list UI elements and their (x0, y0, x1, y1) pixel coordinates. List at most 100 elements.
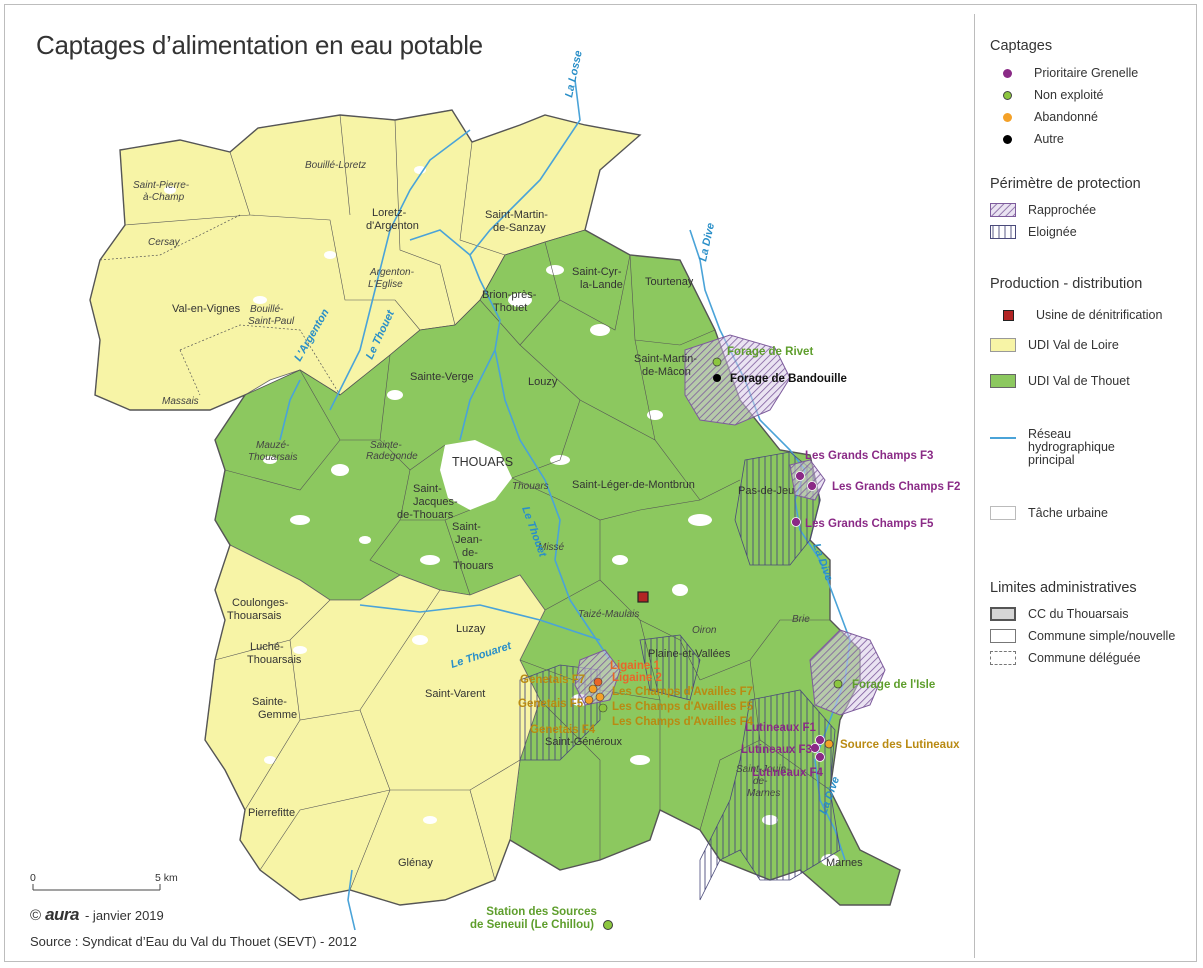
commune-label-luzay: Luzay (456, 623, 486, 635)
commune-label-argenton-1: Argenton- (369, 267, 415, 278)
credit-date: - janvier 2019 (84, 907, 164, 923)
captage-label-lutineaux-f3: Lutineaux F3 (741, 744, 812, 756)
station-line-2: de Seneuil (Le Chillou) (470, 919, 594, 931)
commune-label-massais: Massais (162, 396, 199, 407)
commune-label-coulonges-2: Thouarsais (227, 610, 282, 622)
commune-label-sj-1: Saint- (413, 483, 442, 495)
captage-label-gc-f5: Les Grands Champs F5 (805, 518, 934, 530)
captage-source-lutineaux (824, 739, 834, 749)
river-label-losse: La Losse (563, 49, 585, 98)
captage-label-lutineaux-f1: Lutineaux F1 (745, 722, 817, 734)
captage-label-ligaine2: Ligaine 2 (612, 672, 662, 684)
captage-label-source-lutineaux: Source des Lutineaux (840, 739, 960, 751)
captage-label-gc-f3: Les Grands Champs F3 (805, 450, 933, 462)
captage-label-lutineaux-f4: Lutineaux F4 (752, 767, 824, 779)
map-canvas: Saint-Pierre- à-Champ Bouillé-Loretz Cer… (89, 49, 960, 931)
commune-label-taize: Taizé-Maulais (578, 609, 639, 620)
legend-heading-perimetre: Périmètre de protection (990, 176, 1141, 192)
cc-thouarsais-outline (89, 109, 901, 906)
legend-item-autre: Autre (990, 130, 1064, 148)
legend-label-val-thouet: UDI Val de Thouet (1028, 374, 1130, 388)
legend-label-prioritaire: Prioritaire Grenelle (1034, 66, 1139, 80)
legend-heading-production: Production - distribution (990, 276, 1143, 292)
commune-label-tourtenay: Tourtenay (645, 276, 694, 288)
legend-item-val-thouet: UDI Val de Thouet (990, 372, 1130, 390)
commune-label-mauze-1: Mauzé- (256, 440, 290, 451)
commune-label-sj-2: Jacques- (413, 496, 458, 508)
commune-label-oiron: Oiron (692, 625, 717, 636)
usine-denitrification-marker[interactable] (637, 591, 649, 603)
commune-label-saint-cyr-1: Saint-Cyr- (572, 266, 622, 278)
commune-label-sj-3: de-Thouars (397, 509, 454, 521)
captage-lutineaux-f3 (810, 743, 820, 753)
legend-divider (974, 14, 975, 958)
commune-label-luche-1: Luché- (250, 641, 284, 653)
commune-label-saint-pierre-2: à-Champ (143, 192, 185, 203)
commune-label-thouars: THOUARS (452, 455, 513, 469)
captage-label-bandouille: Forage de Bandouille (730, 373, 847, 385)
commune-label-saint-cyr-2: la-Lande (580, 279, 623, 291)
commune-label-luche-2: Thouarsais (247, 654, 302, 666)
commune-label-sg-2: Gemme (258, 709, 297, 721)
commune-label-bsp-2: Saint-Paul (248, 316, 295, 327)
credit-line: © aura - janvier 2019 (30, 905, 164, 925)
legend-swatch-non-exploite (1003, 90, 1012, 100)
legend-heading-limites: Limites administratives (990, 580, 1137, 596)
captage-ligaine (593, 677, 603, 687)
commune-label-pierrefitte: Pierrefitte (248, 807, 295, 819)
scale-zero-label: 0 (30, 872, 36, 884)
commune-label-smm-1: Saint-Martin- (634, 353, 697, 365)
commune-label-val-en-vignes: Val-en-Vignes (172, 303, 241, 315)
commune-label-saint-varent: Saint-Varent (425, 688, 485, 700)
legend-item-cc: CC du Thouarsais (990, 605, 1129, 623)
legend-item-deleguee: Commune déléguée (990, 649, 1141, 667)
commune-label-louzy: Louzy (528, 376, 558, 388)
captage-label-ligaine1: Ligaine 1 (610, 660, 660, 672)
commune-label-sjt-3: de- (462, 547, 478, 559)
legend-label-autre: Autre (1034, 132, 1064, 146)
legend-label-usine: Usine de dénitrification (1036, 308, 1163, 322)
commune-label-radegonde-2: Radegonde (366, 451, 418, 462)
commune-label-sjm-3: Marnes (747, 788, 780, 799)
legend-item-eloignee: Eloignée (990, 223, 1077, 241)
commune-label-pas-de-jeu: Pas-de-Jeu (738, 485, 794, 497)
legend-swatch-val-loire (990, 338, 1016, 352)
legend-label-reseau: Réseau hydrographique principal (1028, 427, 1115, 467)
legend-label-eloignee: Eloignée (1028, 225, 1077, 239)
legend-label-val-loire: UDI Val de Loire (1028, 338, 1119, 352)
scale-bar: 0 5 km (30, 872, 178, 899)
captage-champs-f4 (598, 703, 608, 713)
perimetre-rapproche (574, 334, 886, 716)
commune-label-loretz-2: d'Argenton (366, 220, 419, 232)
commune-label-saint-generoux: Saint-Généroux (545, 736, 623, 748)
legend-swatch-usine (1003, 309, 1014, 321)
commune-label-sjt-4: Thouars (453, 560, 494, 572)
captage-label-gc-f2: Les Grands Champs F2 (832, 481, 960, 493)
commune-label-radegonde-1: Sainte- (370, 440, 402, 451)
legend-item-non-exploite: Non exploité (990, 86, 1104, 104)
captage-label-genetais-f4: Genetais F4 (530, 724, 596, 736)
commune-label-sms-2: de-Sanzay (493, 222, 546, 234)
captage-forage-rivet (712, 357, 722, 367)
captage-label-genetais-f7: Genetais F7 (520, 674, 585, 686)
legend-swatch-autre (1003, 134, 1012, 144)
legend-swatch-cc (990, 607, 1016, 621)
station-marker[interactable] (603, 919, 614, 930)
commune-label-smm-2: de-Mâcon (642, 366, 691, 378)
map-frame (4, 4, 1197, 962)
river-label-dive-n: La Dive (697, 222, 717, 263)
captage-lutineaux-f4 (815, 752, 825, 762)
captage-label-champs-f5: Les Champs d'Availles F5 (612, 701, 754, 713)
legend-item-commune: Commune simple/nouvelle (990, 627, 1175, 645)
commune-label-saint-pierre-1: Saint-Pierre- (133, 180, 190, 191)
commune-label-brie: Brie (792, 614, 810, 625)
commune-label-plaine: Plaine-et-Vallées (648, 648, 731, 660)
commune-label-sainte-verge: Sainte-Verge (410, 371, 474, 383)
commune-label-thouars-small: Thouars (512, 481, 549, 492)
commune-label-sjm-2: de- (753, 776, 768, 787)
commune-label-sms-1: Saint-Martin- (485, 209, 548, 221)
legend-swatch-eloignee (990, 225, 1016, 239)
page-title: Captages d’alimentation en eau potable (36, 30, 483, 60)
captage-label-isle: Forage de l'Isle (852, 679, 935, 691)
commune-label-cersay: Cersay (148, 237, 181, 248)
